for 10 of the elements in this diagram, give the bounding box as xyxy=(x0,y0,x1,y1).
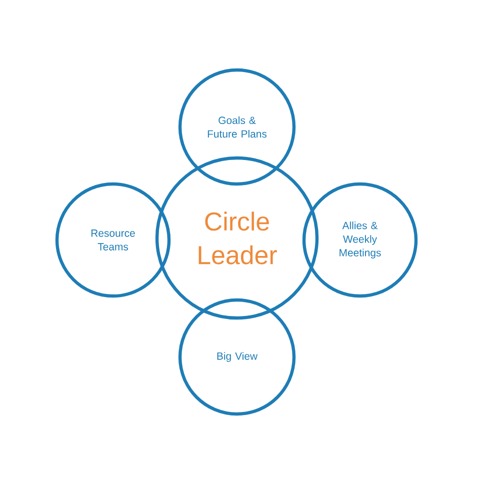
topic-circle xyxy=(178,298,296,416)
topic-circle xyxy=(55,182,171,298)
topic-circle xyxy=(302,182,418,298)
circle-label: Goals & Future Plans xyxy=(208,116,267,138)
topic-circle xyxy=(178,68,296,186)
circle-label: Resource Teams xyxy=(91,230,135,250)
circle-label: Allies & Weekly Meetings xyxy=(340,222,381,258)
circle-label: Circle Leader xyxy=(198,212,277,264)
central-circle xyxy=(155,156,319,320)
circle-label: Big View xyxy=(217,352,258,362)
